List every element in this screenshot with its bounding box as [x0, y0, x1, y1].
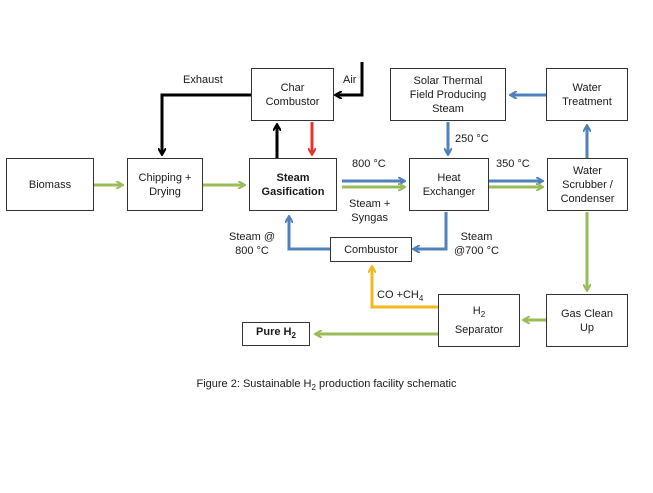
arrow-hx-to-combustor: [414, 212, 448, 249]
gas-cleanup-box: Gas Clean Up: [546, 294, 628, 347]
water-scrubber-label: Water Scrubber / Condenser: [560, 164, 615, 205]
temp-250-label: 250 °C: [455, 133, 489, 145]
chipping-drying-box: Chipping + Drying: [127, 158, 203, 211]
char-combustor-label: Char Combustor: [265, 81, 320, 108]
pure-h2-box: Pure H2: [242, 322, 310, 346]
arrow-exhaust: [162, 93, 251, 154]
temp-350-label: 350 °C: [496, 158, 530, 170]
steam-syngas-label: Steam + Syngas: [349, 198, 391, 224]
figure-caption: Figure 2: Sustainable H2 production faci…: [196, 378, 457, 393]
air-label: Air: [343, 74, 357, 86]
co-ch4-label: CO +CH4: [377, 289, 424, 304]
biomass-label: Biomass: [28, 178, 72, 191]
steam-800-label: Steam @ 800 °C: [229, 231, 276, 257]
arrow-air: [336, 62, 364, 95]
arrow-co-ch4-to-combustor: [372, 267, 438, 309]
combustor-box: Combustor: [330, 237, 412, 262]
combustor-label: Combustor: [344, 243, 398, 256]
steam-700-label: Steam @700 °C: [454, 231, 499, 257]
solar-thermal-box: Solar Thermal Field Producing Steam: [390, 68, 506, 121]
solar-thermal-label: Solar Thermal Field Producing Steam: [409, 74, 487, 115]
gas-cleanup-label: Gas Clean Up: [561, 307, 613, 334]
water-treatment-label: Water Treatment: [562, 81, 612, 108]
chipping-drying-label: Chipping + Drying: [138, 171, 192, 198]
water-scrubber-box: Water Scrubber / Condenser: [547, 158, 628, 211]
pure-h2-label: Pure H2: [256, 325, 296, 341]
arrow-combustor-to-gasification: [289, 217, 330, 251]
biomass-box: Biomass: [6, 158, 94, 211]
heat-exchanger-box: Heat Exchanger: [409, 158, 489, 211]
temp-800-label: 800 °C: [352, 158, 386, 170]
steam-gasification-box: Steam Gasification: [249, 158, 337, 211]
exhaust-label: Exhaust: [183, 74, 223, 86]
water-treatment-box: Water Treatment: [546, 68, 628, 121]
heat-exchanger-label: Heat Exchanger: [422, 171, 476, 198]
steam-gasification-label: Steam Gasification: [261, 171, 325, 198]
char-combustor-box: Char Combustor: [251, 68, 334, 121]
